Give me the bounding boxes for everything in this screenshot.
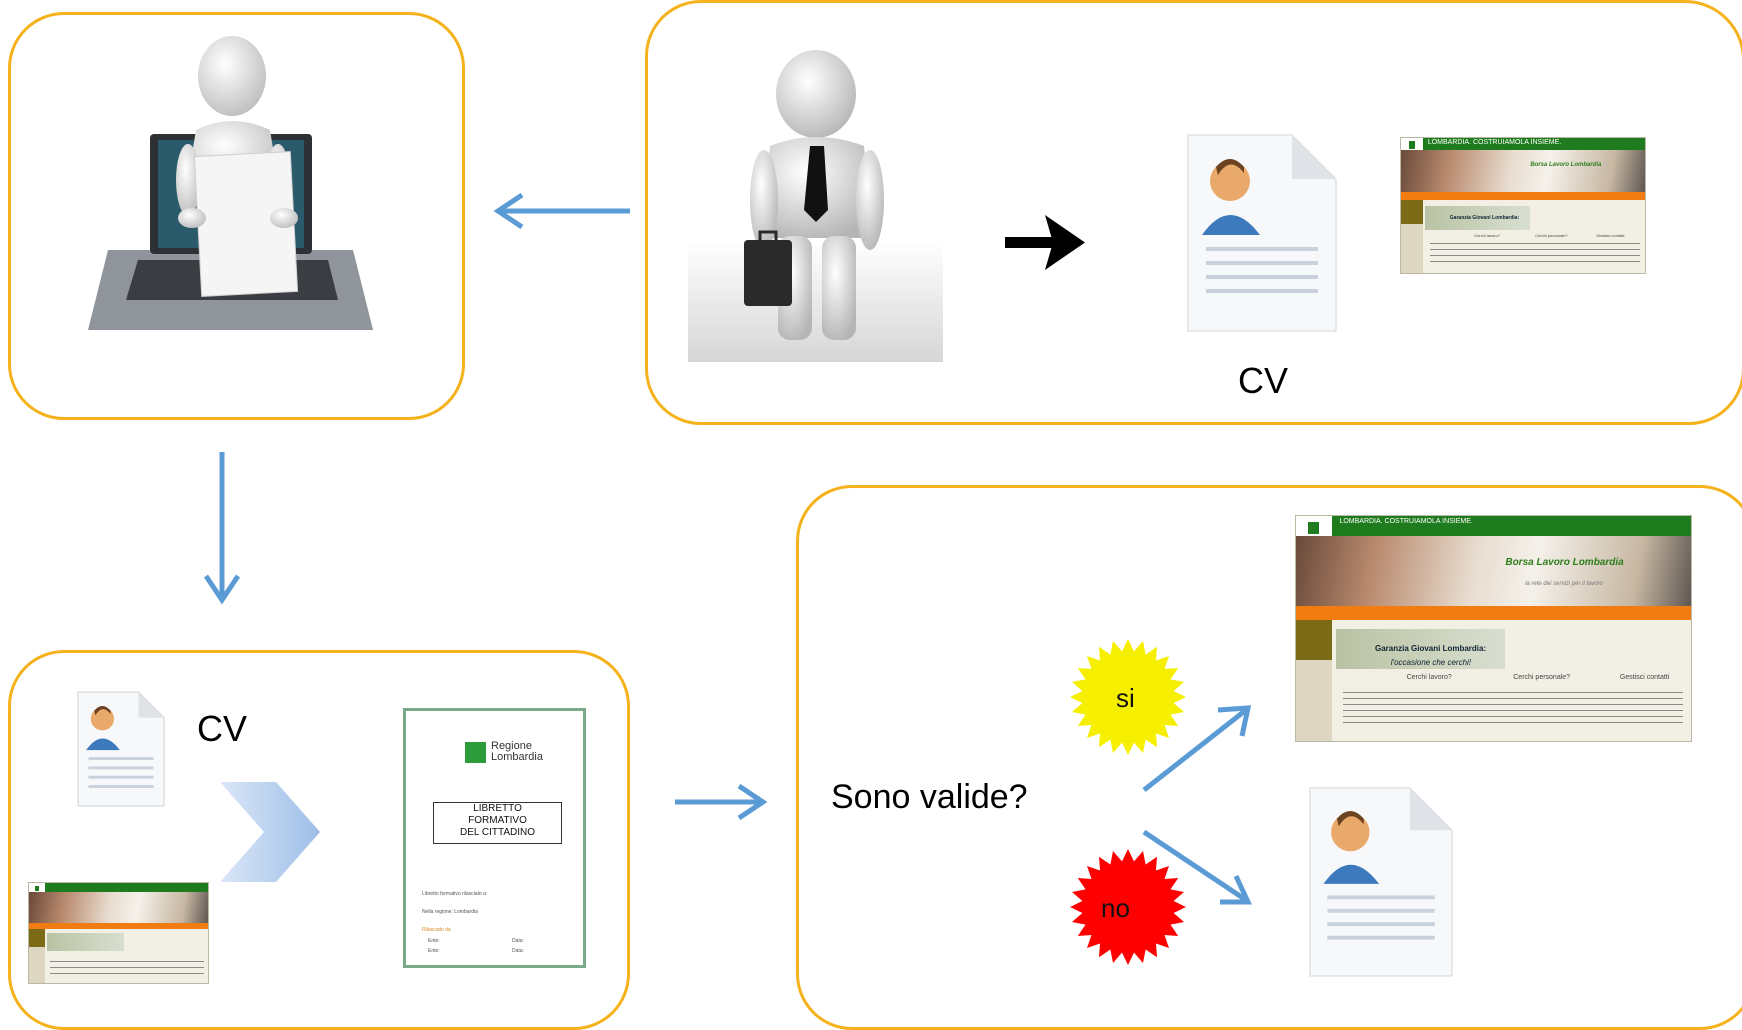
person-laptop-illustration	[88, 36, 373, 330]
arrow-down-flow-icon	[203, 452, 241, 605]
site-brand: Borsa Lavoro Lombardia	[1530, 162, 1602, 169]
cv-label-bottom: CV	[197, 708, 248, 749]
booklet-data-2: Data:	[512, 948, 524, 954]
cv-document-icon-small	[77, 691, 165, 807]
booklet-title-line3: DEL CITTADINO	[459, 827, 535, 838]
site-col-1: Cerchi lavoro?	[1474, 232, 1500, 238]
cv-document-icon	[1187, 134, 1337, 332]
site-large-promo-sub: l'occasione che cerchi!	[1390, 657, 1472, 667]
booklet-field-2: Nella regione: Lombardia	[422, 909, 478, 915]
borsa-lavoro-website-thumbnail-small	[28, 882, 209, 984]
booklet-title-line2: FORMATIVO	[468, 815, 527, 826]
booklet-data-1: Data:	[512, 938, 524, 944]
regione-lombardia-logo-icon	[465, 742, 486, 763]
site-col-2: Cerchi personale?	[1535, 232, 1568, 238]
site-col-3: Gestisci contatti	[1596, 232, 1625, 238]
booklet-ente-2: Ente:	[428, 948, 440, 954]
booklet-title: LIBRETTO FORMATIVO DEL CITTADINO	[433, 802, 562, 844]
yes-burst-icon	[1070, 639, 1186, 755]
booklet-title-line1: LIBRETTO	[473, 803, 522, 814]
site-large-brand: Borsa Lavoro Lombardia	[1505, 556, 1624, 568]
site-large-topbar-text: LOMBARDIA. COSTRUIAMOLA INSIEME.	[1339, 518, 1473, 526]
arrow-right-black-icon	[1005, 215, 1085, 270]
booklet-field-1: Libretto formativo rilasciato a:	[422, 891, 488, 897]
site-promo-title: Garanzia Giovani Lombardia:	[1449, 214, 1520, 221]
booklet-logo-line2: Lombardia	[491, 751, 543, 763]
cv-label-top: CV	[1238, 360, 1289, 401]
arrow-down-right-flow-icon	[1142, 829, 1252, 905]
yes-label: si	[1116, 683, 1135, 713]
borsa-lavoro-website-large: LOMBARDIA. COSTRUIAMOLA INSIEME. Borsa L…	[1295, 515, 1692, 742]
borsa-lavoro-website-thumbnail: LOMBARDIA. COSTRUIAMOLA INSIEME. Borsa L…	[1400, 137, 1646, 274]
site-large-col-2: Cerchi personale?	[1513, 673, 1571, 681]
businessman-illustration	[688, 50, 943, 362]
arrow-left-flow-icon	[493, 192, 630, 230]
arrow-up-right-flow-icon	[1142, 705, 1252, 792]
site-large-col-3: Gestisci contatti	[1619, 673, 1670, 681]
libretto-formativo-booklet: Regione Lombardia LIBRETTO FORMATIVO DEL…	[403, 708, 586, 968]
site-large-brand-sub: la rete dei servizi per il lavoro	[1525, 581, 1603, 588]
site-large-col-1: Cerchi lavoro?	[1406, 673, 1452, 681]
arrow-right-flow-icon	[675, 783, 768, 821]
booklet-logo-line1: Regione	[491, 740, 532, 752]
cv-document-icon-rejected	[1309, 787, 1453, 977]
chevron-right-icon	[220, 782, 320, 882]
no-label: no	[1101, 893, 1130, 923]
booklet-field-3: Rilasciato da	[422, 927, 451, 933]
booklet-ente-1: Ente:	[428, 938, 440, 944]
site-large-promo-title: Garanzia Giovani Lombardia:	[1375, 644, 1487, 654]
validity-question: Sono valide?	[831, 778, 1028, 816]
site-topbar-text: LOMBARDIA. COSTRUIAMOLA INSIEME.	[1427, 139, 1562, 147]
no-burst-icon	[1070, 849, 1186, 965]
